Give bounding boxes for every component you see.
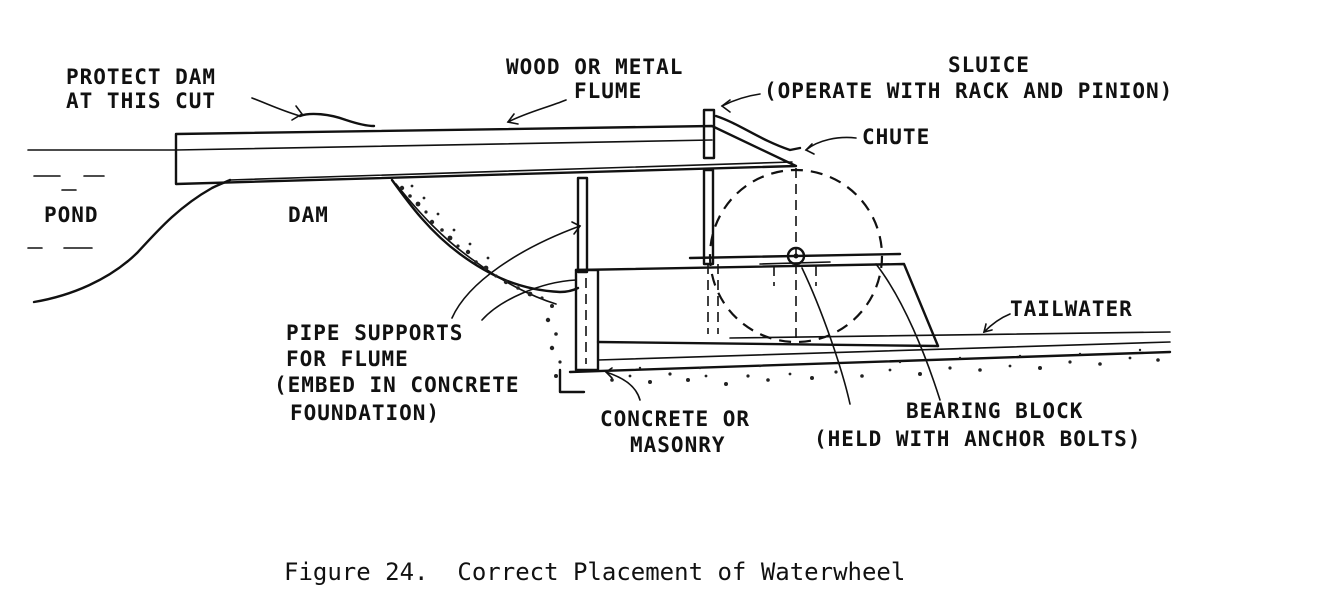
label-pipe-supports-1: PIPE SUPPORTS <box>286 321 463 345</box>
label-pipe-supports-3: (EMBED IN CONCRETE <box>274 373 520 397</box>
label-pond: POND <box>44 203 99 227</box>
dam-downstream-face <box>390 178 580 294</box>
foundation-gravel-texture <box>610 348 1160 386</box>
label-pipe-supports-4: FOUNDATION) <box>290 401 440 425</box>
label-protect-dam-1: PROTECT DAM <box>66 65 216 89</box>
pond-water-lines <box>27 149 177 249</box>
label-flume-1: WOOD OR METAL <box>506 55 683 79</box>
label-concrete-1: CONCRETE OR <box>600 407 750 431</box>
label-bearing-block-2: (HELD WITH ANCHOR BOLTS) <box>814 427 1141 451</box>
label-flume-2: FLUME <box>574 79 642 103</box>
leader-lines <box>251 93 1011 405</box>
dam-rubble-texture <box>399 184 562 378</box>
tailwater-line <box>729 331 1171 339</box>
label-bearing-block-1: BEARING BLOCK <box>906 399 1083 423</box>
label-pipe-supports-2: FOR FLUME <box>286 347 409 371</box>
label-protect-dam-2: AT THIS CUT <box>66 89 216 113</box>
label-chute: CHUTE <box>862 125 930 149</box>
label-dam: DAM <box>288 203 329 227</box>
dam-upstream-face <box>32 178 232 304</box>
label-concrete-2: MASONRY <box>630 433 726 457</box>
waterwheel <box>688 168 902 344</box>
label-sluice-2: (OPERATE WITH RACK AND PINION) <box>764 79 1173 103</box>
flume <box>174 124 798 186</box>
sluice-gate <box>702 108 802 160</box>
figure-caption: Figure 24. Correct Placement of Waterwhe… <box>284 558 905 586</box>
concrete-foundation <box>558 262 1172 394</box>
label-sluice-1: SLUICE <box>948 53 1030 77</box>
label-tailwater: TAILWATER <box>1010 297 1133 321</box>
